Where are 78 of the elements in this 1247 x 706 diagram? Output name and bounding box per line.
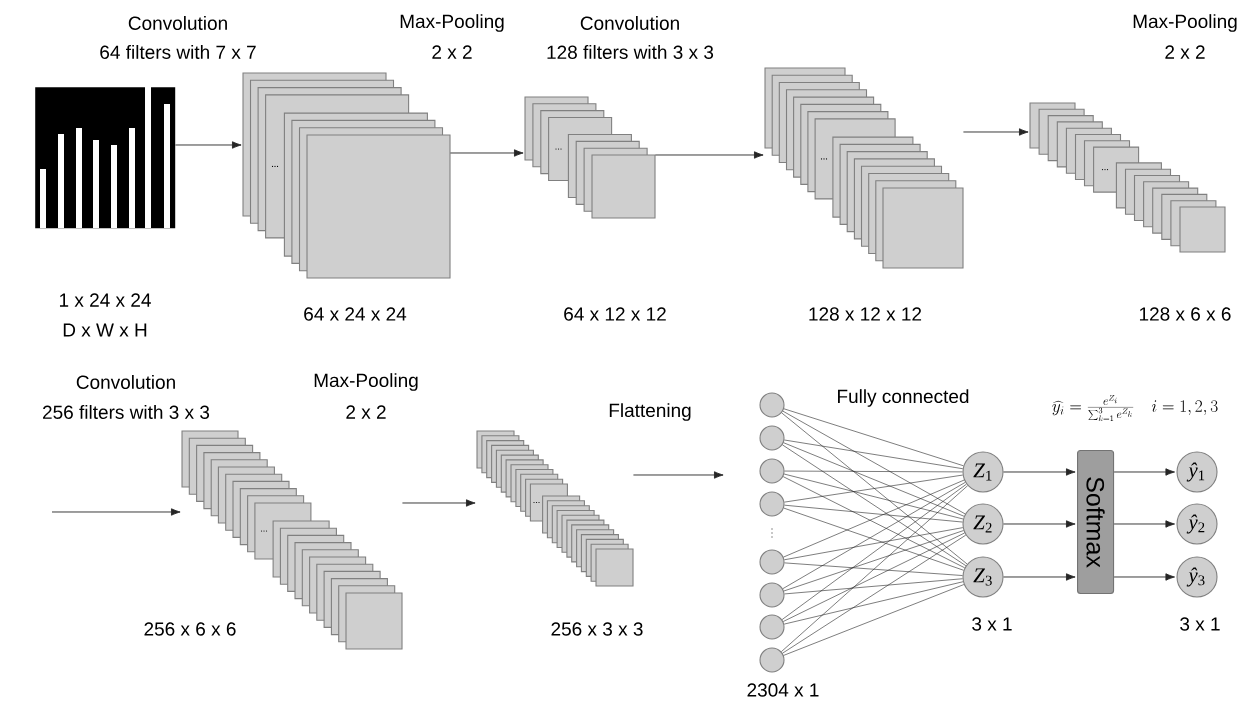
- connection-line: [783, 584, 965, 656]
- neuron-circle: [759, 647, 785, 673]
- arrow: [1003, 520, 1076, 528]
- dimension-label: 2304 x 1: [747, 683, 819, 697]
- arrow: [51, 508, 181, 516]
- neuron-circle: [759, 392, 785, 418]
- arrow: [1003, 468, 1076, 476]
- dimension-label: 3 x 1: [1180, 617, 1220, 631]
- dimension-label: 3 x 1: [972, 617, 1012, 631]
- connection-line: [784, 504, 963, 523]
- feature-map-stack: [764, 67, 964, 269]
- input-image: [35, 87, 176, 229]
- layer-label: 64 filters with 7 x 7: [100, 45, 256, 59]
- arrow: [1113, 468, 1175, 476]
- feature-map-stack: [476, 430, 634, 587]
- connection-line: [783, 479, 965, 558]
- arrow: [1113, 520, 1175, 528]
- neuron-circle: [759, 458, 785, 484]
- connection-line: [784, 578, 963, 595]
- formula: $\widehat{y_i} = \frac{e^{Z_i}}{\sum_{k=1}^{3} e^{Z_k}} \quad i = 1,2,3$: [1052, 395, 1218, 421]
- connection-line: [784, 562, 963, 576]
- feature-map-stack: [181, 430, 403, 650]
- arrow: [962, 128, 1029, 136]
- layer-label: Convolution: [580, 16, 679, 30]
- arrow: [1113, 573, 1175, 581]
- layer-label: Fully connected: [838, 389, 969, 407]
- arrow: [654, 151, 764, 159]
- connection-line: [782, 534, 967, 654]
- connection-line: [782, 482, 966, 589]
- layer-label: Max-Pooling: [314, 373, 418, 391]
- connection-line: [783, 408, 964, 467]
- layer-label: Flattening: [609, 403, 691, 421]
- dimension-label: 64 x 12 x 12: [564, 307, 666, 321]
- connection-line: [781, 412, 968, 565]
- dimension-label: 64 x 24 x 24: [304, 307, 407, 321]
- connection-line: [783, 581, 964, 625]
- neuron-circle: [759, 582, 785, 608]
- connection-line: [784, 474, 963, 503]
- softmax-box: Softmax: [1077, 450, 1115, 595]
- arrow: [1003, 573, 1076, 581]
- connection-line: [783, 473, 964, 520]
- dimension-label: D x W x H: [63, 323, 147, 337]
- layer-label: Max-Pooling: [1133, 14, 1237, 32]
- layer-label: Max-Pooling: [400, 14, 504, 32]
- connection-line: [783, 532, 965, 622]
- arrow: [174, 141, 242, 149]
- neuron-circle: [759, 549, 785, 575]
- layer-label: 2 x 2: [432, 45, 472, 59]
- feature-map-stack: [524, 96, 656, 219]
- connection-line: [783, 530, 964, 592]
- connection-line: [781, 485, 968, 652]
- arrow: [449, 149, 524, 157]
- dimension-label: 128 x 6 x 6: [1139, 307, 1231, 321]
- dimension-label: 256 x 6 x 6: [144, 622, 236, 636]
- arrow: [401, 499, 476, 507]
- arrow: [632, 471, 724, 479]
- dimension-label: 1 x 24 x 24: [60, 293, 151, 307]
- connection-line: [784, 439, 963, 470]
- connection-line: [783, 507, 964, 571]
- neuron-circle: [759, 614, 785, 640]
- dimension-label: 128 x 12 x 12: [809, 307, 922, 321]
- connection-line: [784, 470, 963, 473]
- layer-label: 128 filters with 3 x 3: [547, 45, 714, 59]
- connection-line: [783, 442, 965, 517]
- dimension-label: 256 x 3 x 3: [551, 622, 643, 636]
- connection-line: [781, 483, 967, 620]
- connection-line: [782, 410, 966, 515]
- feature-map-stack: [1029, 102, 1226, 253]
- layer-label: Convolution: [128, 16, 227, 30]
- feature-map-stack: [242, 72, 451, 279]
- neuron-circle: [759, 491, 785, 517]
- neuron-circle: [759, 425, 785, 451]
- connection-line: [782, 444, 967, 566]
- connection-line: [784, 527, 964, 561]
- layer-label: Convolution: [76, 375, 175, 389]
- connection-line: [782, 476, 965, 569]
- layer-label: 2 x 2: [1165, 45, 1205, 59]
- layer-label: 256 filters with 3 x 3: [43, 405, 210, 419]
